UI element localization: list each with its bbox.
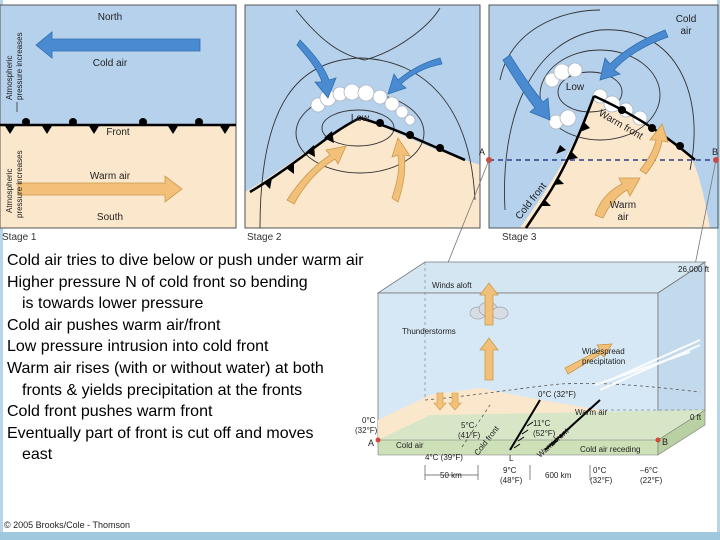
stage3-cold-air-line1: Cold — [676, 14, 697, 25]
temp0-bottom-2: (32°F) — [590, 476, 613, 485]
temp-neg6-2: (22°F) — [640, 476, 663, 485]
stage2-caption: Stage 2 — [247, 232, 282, 243]
temp-neg6-1: –6°C — [640, 466, 658, 475]
bullet-4: Low pressure intrusion into cold front — [7, 336, 427, 358]
stage1-caption: Stage 1 — [2, 232, 37, 243]
zero-ft-label: 0 ft — [690, 413, 702, 422]
stage3-caption: Stage 3 — [502, 232, 537, 243]
bullet-6: Cold front pushes warm front — [7, 401, 427, 423]
front-label: Front — [106, 127, 130, 138]
block-warm-air-label: Warm air — [575, 408, 607, 417]
temp5-line2: (41°F) — [458, 431, 481, 440]
stage3-cold-air-line2: air — [680, 26, 692, 37]
stage2-panel: Low Stage 2 — [245, 5, 480, 243]
dist600-label: 600 km — [545, 471, 572, 480]
cold-air-label: Cold air — [93, 58, 128, 69]
stage3-warm-air-line1: Warm — [610, 200, 636, 211]
stage3-warm-air-line2: air — [617, 212, 629, 223]
south-label: South — [97, 212, 123, 223]
temp11-line1: 11°C — [533, 419, 551, 428]
bullet-1: Cold air tries to dive below or push und… — [7, 250, 427, 272]
stage3-point-a: A — [479, 147, 485, 157]
dist50-label: 50 km — [440, 471, 462, 480]
axis-bottom-line2: pressure increases — [15, 150, 24, 218]
axis-bottom-line1: Atmospheric — [5, 169, 14, 213]
temp5-line1: 5°C — [461, 421, 475, 430]
alt-top-label: 26,000 ft — [678, 265, 710, 274]
stage2-low-label: Low — [351, 113, 370, 124]
letter-l: L — [509, 454, 514, 463]
bullet-2: Higher pressure N of cold front so bendi… — [7, 272, 427, 294]
bullet-3: Cold air pushes warm air/front — [7, 315, 427, 337]
widespread-label-2: precipitation — [582, 357, 625, 366]
bullet-7-cont: east — [7, 444, 427, 466]
bullet-5: Warm air rises (with or without water) a… — [7, 358, 427, 380]
winds-aloft-label: Winds aloft — [432, 281, 472, 290]
axis-top-line1: Atmospheric — [5, 56, 14, 100]
temp4-label: 4°C (39°F) — [425, 453, 463, 462]
stage3-point-b: B — [712, 147, 718, 157]
bullet-5-cont: fronts & yields precipitation at the fro… — [7, 380, 427, 402]
stage1-panel: North Cold air Front Warm air South Atmo… — [0, 5, 236, 243]
north-label: North — [98, 12, 122, 23]
axis-top-line2: pressure increases — [15, 32, 24, 100]
temp9-line2: (48°F) — [500, 476, 523, 485]
warm-air-label: Warm air — [90, 171, 131, 182]
cold-air-receding-label: Cold air receding — [580, 445, 640, 454]
widespread-label-1: Widespread — [582, 347, 625, 356]
bullet-list: Cold air tries to dive below or push und… — [7, 250, 427, 466]
copyright-notice: © 2005 Brooks/Cole - Thomson — [4, 520, 130, 530]
bullet-2-cont: is towards lower pressure — [7, 293, 427, 315]
temp0-bottom-1: 0°C — [593, 466, 607, 475]
temp9-line1: 9°C — [503, 466, 517, 475]
footer-bar — [0, 532, 720, 540]
stage3-panel: A B Cold air Low Warm front Cold front W… — [479, 5, 719, 243]
stage3-low-label: Low — [566, 82, 585, 93]
bullet-7: Eventually part of front is cut off and … — [7, 423, 427, 445]
block-point-b: B — [662, 437, 668, 447]
iso0-upper-label: 0°C (32°F) — [538, 390, 576, 399]
